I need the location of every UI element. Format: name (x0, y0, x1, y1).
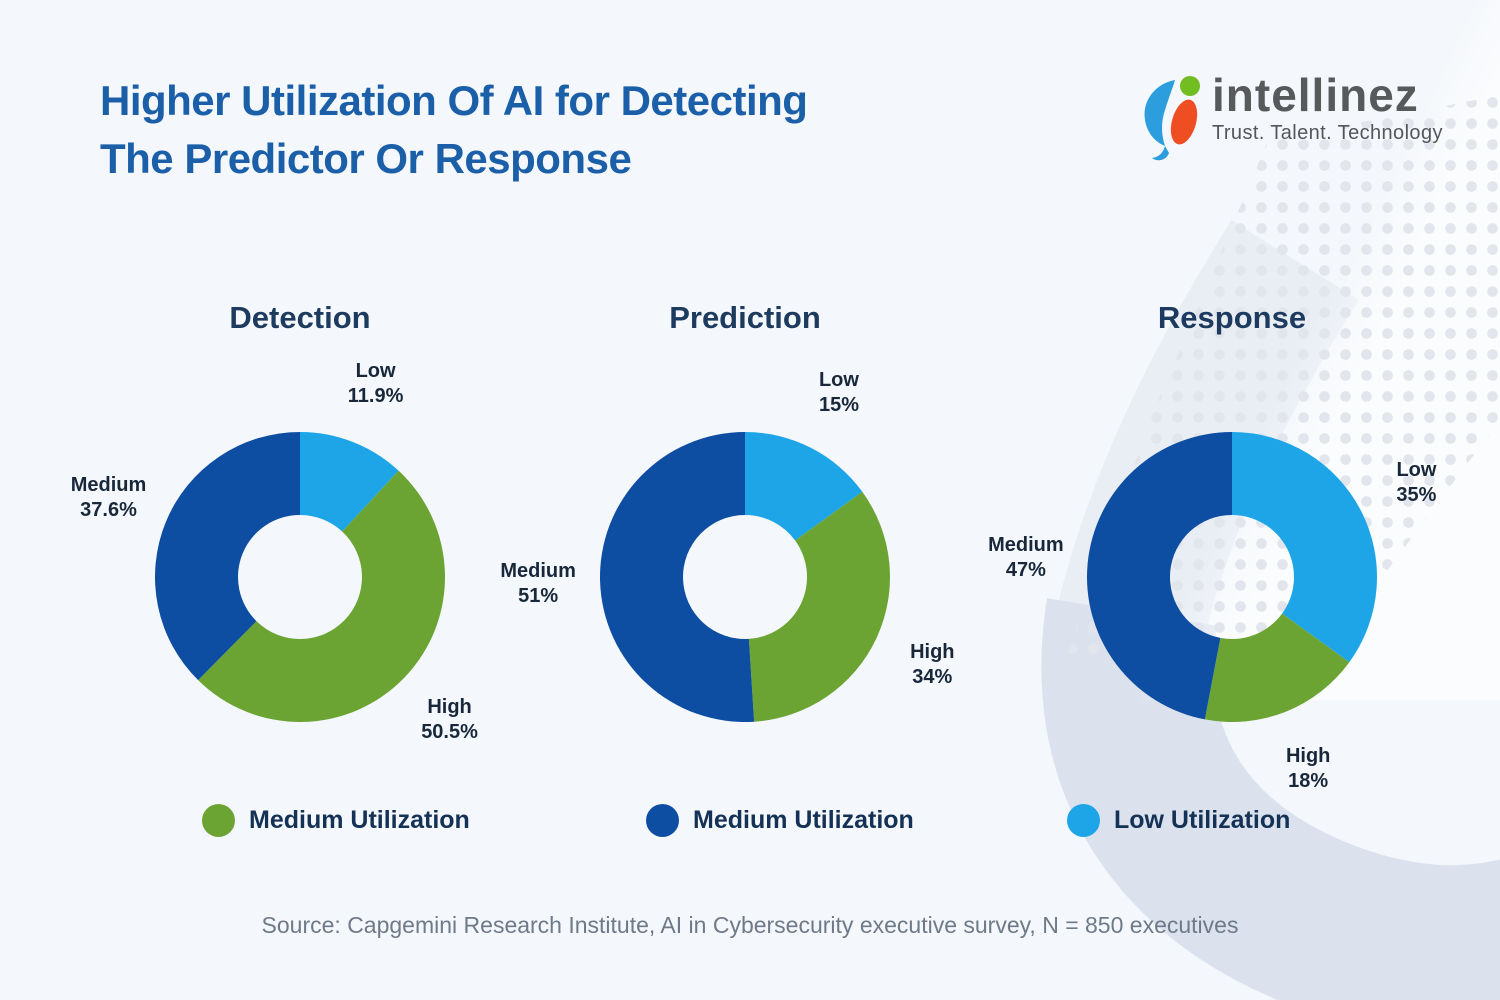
segment-response-high (1204, 613, 1350, 722)
segment-label-percent: 50.5% (421, 721, 478, 744)
segment-prediction-low (745, 432, 863, 541)
segment-label-name: Low (355, 360, 396, 383)
segment-label-percent: 35% (1396, 484, 1437, 507)
logo-text-block: intellinez Trust. Talent. Technology (1212, 70, 1443, 145)
legend-label-0: Medium Utilization (249, 806, 470, 834)
segment-detection-low (300, 432, 399, 532)
segment-label-percent: 47% (1005, 558, 1046, 581)
donut-svg-prediction (599, 432, 890, 722)
segment-label-name: High (427, 696, 472, 719)
legend-swatch-0 (202, 804, 235, 837)
legend-item-1: Medium Utilization (646, 804, 914, 837)
page-title: Higher Utilization Of AI for Detecting T… (100, 72, 808, 188)
donut-svg-response (1087, 432, 1377, 722)
legend: Medium Utilization Medium Utilization Low … (0, 804, 1500, 848)
segment-label-percent: 11.9% (347, 385, 404, 408)
intellinez-logo: intellinez Trust. Talent. Technology (1138, 70, 1443, 162)
segment-label-name: Medium (988, 533, 1064, 556)
page-title-line1: Higher Utilization Of AI for Detecting (100, 77, 808, 124)
segment-label-name: High (1285, 745, 1331, 768)
segment-label-name: High (910, 641, 955, 664)
donut-wrap-prediction (530, 362, 960, 792)
segment-label-name: Low (818, 368, 859, 391)
chart-title-response: Response (1157, 300, 1307, 335)
segment-prediction-high (748, 491, 890, 722)
chart-title-prediction: Prediction (669, 300, 821, 335)
logo-tagline: Trust. Talent. Technology (1212, 122, 1443, 144)
segment-response-medium (1087, 432, 1232, 720)
segment-label-percent: 34% (912, 666, 953, 689)
page-title-line2: The Predictor Or Response (100, 135, 632, 182)
segment-label-percent: 18% (1288, 770, 1329, 793)
logo-wordmark: intellinez (1212, 69, 1419, 121)
segment-label-name: Low (1396, 459, 1437, 482)
donut-wrap-detection (85, 362, 515, 792)
legend-swatch-2 (1067, 804, 1100, 837)
intellinez-logo-icon (1144, 76, 1200, 161)
legend-label-1: Medium Utilization (693, 806, 914, 834)
donut-svg-detection (155, 432, 446, 723)
segment-label-name: Medium (500, 559, 576, 582)
segment-label-percent: 37.6% (80, 499, 137, 522)
segment-detection-high (198, 470, 446, 723)
segment-detection-medium (155, 432, 300, 681)
logo-blue-leaf (1144, 80, 1175, 146)
segment-response-low (1232, 432, 1377, 663)
segment-label-percent: 15% (818, 393, 859, 416)
legend-label-2: Low Utilization (1114, 806, 1291, 834)
logo-orange-comma (1170, 99, 1198, 145)
legend-item-2: Low Utilization (1067, 804, 1290, 837)
swoosh-lower-segment (1041, 598, 1500, 1000)
segment-prediction-medium (599, 432, 755, 722)
logo-green-dot (1180, 76, 1200, 96)
donut-wrap-response (1017, 362, 1447, 792)
segment-label-name: Medium (70, 474, 147, 497)
legend-item-0: Medium Utilization (202, 804, 470, 837)
logo-blue-tail (1152, 146, 1169, 161)
source-citation: Source: Capgemini Research Institute, AI… (261, 912, 1239, 938)
segment-label-percent: 51% (518, 584, 559, 607)
legend-swatch-1 (646, 804, 679, 837)
chart-title-detection: Detection (229, 300, 371, 335)
